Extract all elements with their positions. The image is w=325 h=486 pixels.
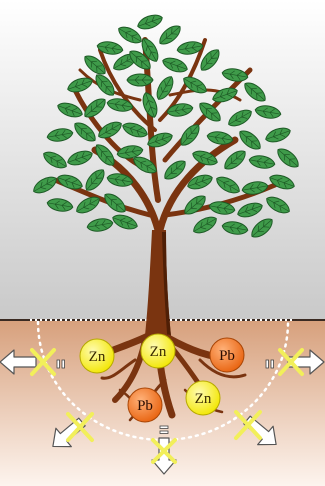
leaf-14: [127, 74, 153, 86]
ion-zn-2: Zn: [141, 334, 175, 368]
charge-mark-left: [57, 360, 60, 368]
ion-pb-1: Pb: [210, 338, 244, 372]
ion-pb-2: Pb: [128, 388, 162, 422]
ion-label: Zn: [89, 349, 106, 365]
charge-mark-right: [266, 360, 269, 368]
ion-label: Pb: [219, 348, 235, 364]
ion-zn-1: Zn: [80, 339, 114, 373]
ion-label: Pb: [137, 398, 153, 414]
ion-zn-3: Zn: [186, 381, 220, 415]
ion-label: Zn: [195, 391, 212, 407]
ion-label: Zn: [150, 344, 167, 360]
charge-mark-left-2: [62, 360, 65, 368]
charge-mark-bottom-2: [160, 431, 168, 434]
charge-mark-bottom: [160, 426, 168, 429]
charge-mark-right-2: [271, 360, 274, 368]
